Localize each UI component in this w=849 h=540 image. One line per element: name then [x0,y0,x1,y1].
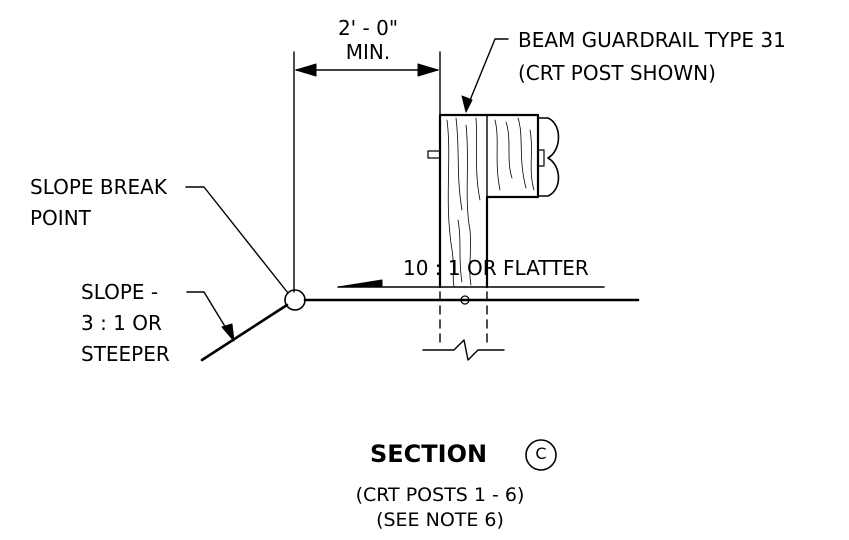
guardrail-leader-arrow [461,95,473,113]
guardrail-callout-line2: (CRT POST SHOWN) [518,61,716,85]
dimension-value: 2' - 0" [337,16,399,40]
slope-break-label-line2: POINT [30,206,91,230]
crt-post [438,113,540,289]
slope-label-line1: SLOPE - [81,280,159,304]
slope-leader-arrow [221,323,235,342]
section-marker-circle [525,439,557,471]
section-marker-letter: C [535,444,547,463]
post-hole-marker [460,295,470,305]
flat-slope-arrowhead [337,279,383,288]
dimension-arrow-right [417,63,439,77]
slope-leader [186,291,233,339]
bolt [427,150,441,159]
dimension-min: MIN. [345,40,391,64]
flat-slope-label: 10 : 1 OR FLATTER [403,256,589,280]
section-title: SECTION [370,440,488,468]
break-symbol [422,339,505,361]
section-subtitle-2: (SEE NOTE 6) [376,509,504,531]
slope-break-label-line1: SLOPE BREAK [30,175,167,199]
guardrail-leader [465,38,509,111]
slope-break-circle [284,289,306,311]
slope-break-leader [185,186,289,294]
guardrail-callout-line1: BEAM GUARDRAIL TYPE 31 [518,28,786,52]
slope-label-line2: 3 : 1 OR [81,311,162,335]
dimension-arrow-left [295,63,317,77]
slope-label-line3: STEEPER [81,342,170,366]
wood-grain [446,117,535,287]
slope-line [200,303,289,362]
w-beam-detail [537,149,545,167]
w-beam-rail [537,117,560,197]
section-subtitle-1: (CRT POSTS 1 - 6) [355,484,525,506]
